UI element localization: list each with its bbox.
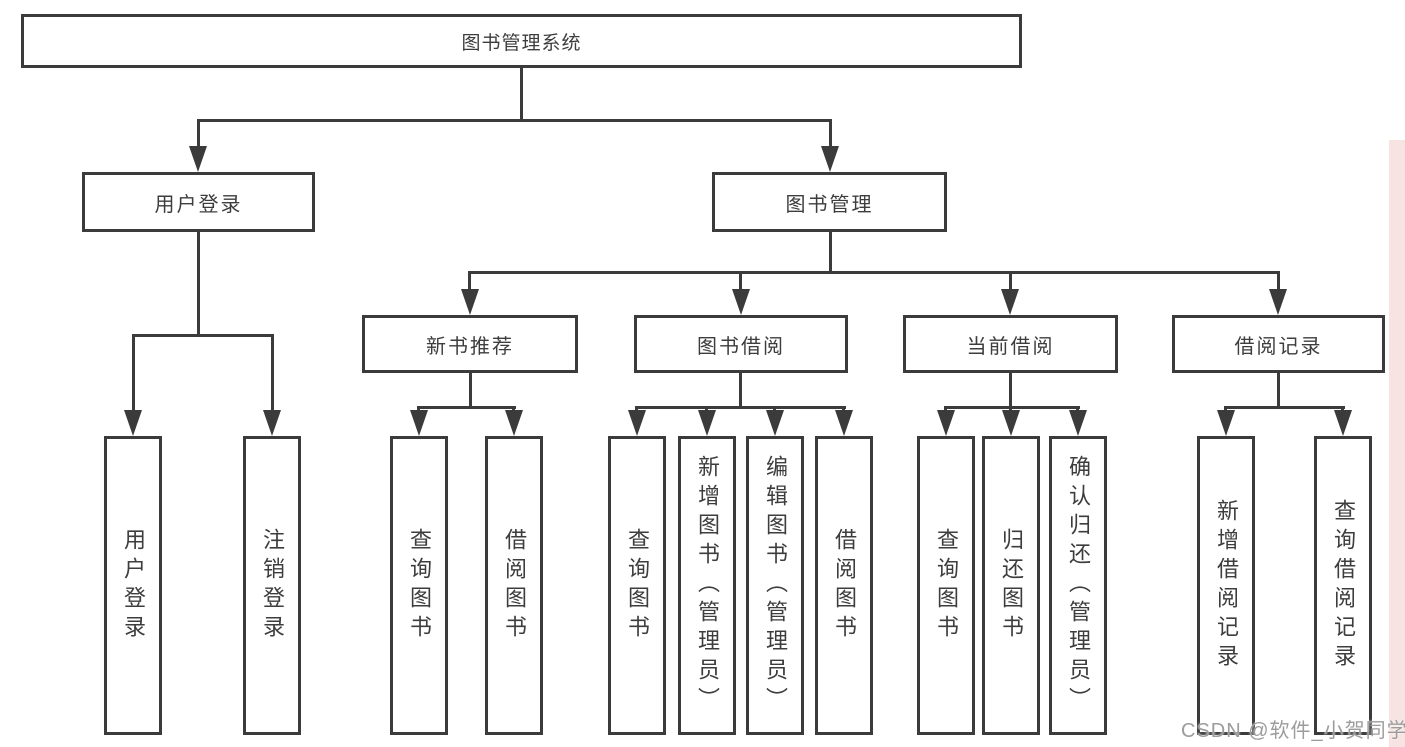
connector-hline xyxy=(197,119,832,122)
arrowhead-down-icon xyxy=(1069,410,1087,436)
connector-vline xyxy=(739,271,742,293)
connector-hline xyxy=(132,334,273,337)
arrowhead-down-icon xyxy=(835,410,853,436)
connector-vline xyxy=(197,119,200,152)
leaf-add-book-admin: 新增图书（管理员） xyxy=(678,436,736,735)
connector-vline xyxy=(1277,271,1280,293)
arrowhead-down-icon xyxy=(505,410,523,436)
connector-vline xyxy=(468,271,471,293)
arrowhead-down-icon xyxy=(189,146,207,172)
connector-hline xyxy=(417,406,516,409)
leaf-add-borrow-record: 新增借阅记录 xyxy=(1197,436,1255,735)
connector-hline xyxy=(635,406,846,409)
arrowhead-down-icon xyxy=(766,410,784,436)
arrowhead-down-icon xyxy=(698,410,716,436)
arrowhead-down-icon xyxy=(1001,289,1019,315)
arrowhead-down-icon xyxy=(124,410,142,436)
right-edge-strip xyxy=(1389,140,1405,747)
leaf-user-login: 用户登录 xyxy=(104,436,162,735)
connector-vline xyxy=(739,373,742,408)
connector-vline xyxy=(520,68,523,121)
connector-hline xyxy=(944,406,1080,409)
arrowhead-down-icon xyxy=(937,410,955,436)
arrowhead-down-icon xyxy=(1217,410,1235,436)
leaf-confirm-return-admin: 确认归还（管理员） xyxy=(1049,436,1107,735)
connector-vline xyxy=(197,232,200,337)
connector-vline xyxy=(1009,271,1012,293)
connector-vline xyxy=(271,334,274,414)
connector-vline xyxy=(469,373,472,408)
connector-vline xyxy=(132,334,135,414)
leaf-query-books-borrow: 查询图书 xyxy=(608,436,666,735)
connector-hline xyxy=(1224,406,1345,409)
arrowhead-down-icon xyxy=(821,146,839,172)
leaf-query-books-current: 查询图书 xyxy=(917,436,975,735)
connector-vline xyxy=(829,119,832,152)
node-new-book-recommend: 新书推荐 xyxy=(362,315,578,373)
node-borrowing-records: 借阅记录 xyxy=(1172,315,1385,373)
leaf-return-books: 归还图书 xyxy=(982,436,1040,735)
node-book-borrowing: 图书借阅 xyxy=(634,315,848,373)
leaf-edit-book-admin: 编辑图书（管理员） xyxy=(746,436,804,735)
connector-hline xyxy=(468,271,1279,274)
leaf-logout: 注销登录 xyxy=(243,436,301,735)
arrowhead-down-icon xyxy=(732,289,750,315)
arrowhead-down-icon xyxy=(628,410,646,436)
node-current-borrowing: 当前借阅 xyxy=(903,315,1118,373)
node-library-system: 图书管理系统 xyxy=(21,14,1022,68)
leaf-query-borrow-record: 查询借阅记录 xyxy=(1314,436,1372,735)
node-user-login: 用户登录 xyxy=(82,172,315,232)
connector-vline xyxy=(1277,373,1280,408)
connector-vline xyxy=(1009,373,1012,408)
arrowhead-down-icon xyxy=(263,410,281,436)
csdn-watermark: CSDN @软件_小贺同学 xyxy=(1181,720,1405,742)
arrowhead-down-icon xyxy=(410,410,428,436)
leaf-query-books-recommend: 查询图书 xyxy=(390,436,448,735)
node-book-management: 图书管理 xyxy=(712,172,947,232)
connector-vline xyxy=(829,232,832,274)
arrowhead-down-icon xyxy=(1334,410,1352,436)
leaf-borrow-books: 借阅图书 xyxy=(815,436,873,735)
arrowhead-down-icon xyxy=(461,289,479,315)
leaf-borrow-books-recommend: 借阅图书 xyxy=(485,436,543,735)
arrowhead-down-icon xyxy=(1002,410,1020,436)
arrowhead-down-icon xyxy=(1269,289,1287,315)
